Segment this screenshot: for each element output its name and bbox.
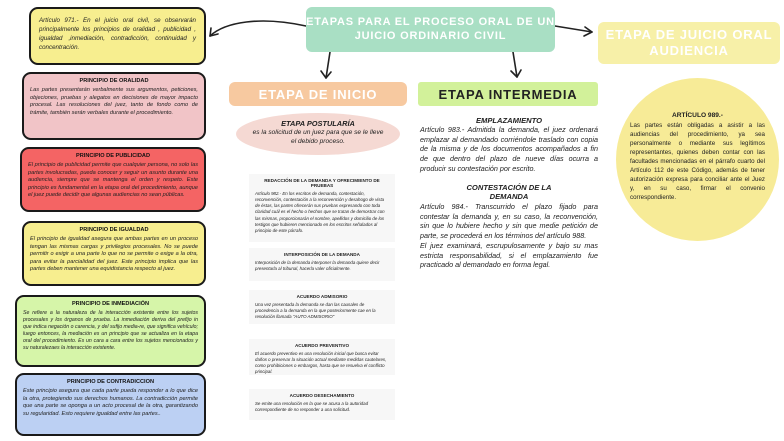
stage-intermedia-title: ETAPA INTERMEDIA [418, 82, 598, 106]
inicio-item-title: INTERPOSICIÓN DE LA DEMANDA [284, 252, 360, 257]
principle-oralidad-text: Las partes presentarán verbalmente sus a… [30, 87, 198, 116]
principle-oralidad-box: PRINCIPIO DE ORALIDAD Las partes present… [22, 72, 206, 140]
inicio-item-text: Interposición de la demanda interponer l… [255, 260, 380, 272]
inicio-item-desechamiento: ACUERDO DESECHAMIENTO Se emite una resol… [249, 389, 395, 420]
arrow-to-inicio [325, 51, 331, 79]
contestacion-text-1: Artículo 984.- Transcurrido el plazo fij… [420, 202, 598, 241]
inicio-item-interposicion: INTERPOSICIÓN DE LA DEMANDA Interposició… [249, 248, 395, 281]
principle-inmediacion-box: PRINCIPIO DE INMEDIACIÓN Se refiere a la… [15, 295, 206, 367]
principle-igualdad-box: PRINCIPIO DE IGUALDAD El principio de ig… [22, 221, 206, 286]
article-989-text: Las partes están obligadas a asistir a l… [630, 122, 765, 201]
principle-igualdad-text: El principio de igualdad asegura que amb… [30, 236, 198, 273]
article-971-text: Artículo 971.- En el juicio oral civil, … [39, 17, 196, 51]
inicio-item-text: Artículo 982.- En los escritos de demand… [255, 191, 385, 233]
inicio-item-title: ACUERDO ADMISORIO [296, 294, 348, 299]
emplazamiento-block: EMPLAZAMIENTO Artículo 983.- Admitida la… [420, 116, 598, 174]
stage-inicio-title: ETAPA DE INICIO [229, 82, 407, 106]
principle-publicidad-title: PRINCIPIO DE PUBLICIDAD [76, 153, 150, 159]
inicio-item-title: ACUERDO PREVENTIVO [294, 343, 350, 348]
arrow-to-intermedia [512, 51, 518, 78]
inicio-item-text: El acuerdo preventivo es una resolución … [255, 351, 387, 375]
arrow-to-article971 [209, 20, 307, 37]
inicio-item-text: Se emite una resolución en la que se acu… [255, 401, 369, 413]
contestacion-block: CONTESTACIÓN DE LA DEMANDA Artículo 984.… [420, 183, 598, 270]
arrow-to-audiencia [554, 25, 593, 33]
article-989-title: ARTÍCULO 989.- [672, 112, 723, 119]
emplazamiento-title: EMPLAZAMIENTO [475, 116, 543, 125]
emplazamiento-text: Artículo 983.- Admitida la demanda, el j… [420, 125, 598, 173]
principle-inmediacion-title: PRINCIPIO DE INMEDIACIÓN [71, 301, 150, 307]
inicio-item-preventivo: ACUERDO PREVENTIVO El acuerdo preventivo… [249, 339, 395, 375]
principle-inmediacion-text: Se refiere a la naturaleza de la interac… [23, 310, 198, 352]
principle-publicidad-text: El principio de publicidad permite que c… [28, 162, 198, 199]
inicio-item-text: Una vez presentada la demanda se dan las… [255, 302, 376, 320]
principle-igualdad-title: PRINCIPIO DE IGUALDAD [79, 227, 149, 233]
principle-contradiccion-title: PRINCIPIO DE CONTRADICCION [66, 379, 155, 385]
principle-contradiccion-box: PRINCIPIO DE CONTRADICCION Este principi… [15, 373, 206, 436]
inicio-item-title: ACUERDO DESECHAMIENTO [289, 393, 355, 398]
contestacion-text-2: El juez examinará, escrupulosamente y ba… [420, 240, 598, 270]
stage-audiencia-title: ETAPA DE JUICIO ORAL AUDIENCIA [598, 22, 780, 64]
postularia-ellipse: ETAPA POSTULARÍA es la solicitud de un j… [236, 113, 400, 155]
principle-oralidad-title: PRINCIPIO DE ORALIDAD [79, 78, 149, 84]
principle-contradiccion-text: Este principio asegura que cada parte pu… [23, 388, 198, 417]
postularia-text: es la solicitud de un juez para que se l… [252, 129, 384, 145]
main-title: ETAPAS PARA EL PROCESO ORAL DE UN JUICIO… [306, 7, 555, 52]
inicio-item-redaccion: REDACCIÓN DE LA DEMANDA Y OFRECIMIENTO D… [249, 174, 395, 242]
audiencia-circle: ARTÍCULO 989.- Las partes están obligada… [616, 78, 779, 241]
principle-publicidad-box: PRINCIPIO DE PUBLICIDAD El principio de … [20, 147, 206, 212]
contestacion-title-line1: CONTESTACIÓN DE LA [466, 183, 552, 192]
inicio-item-title: REDACCIÓN DE LA DEMANDA Y OFRECIMIENTO D… [264, 178, 380, 188]
contestacion-title-line2: DEMANDA [489, 192, 529, 201]
inicio-item-admisorio: ACUERDO ADMISORIO Una vez presentada la … [249, 290, 395, 324]
article-971-box: Artículo 971.- En el juicio oral civil, … [29, 7, 206, 65]
postularia-title: ETAPA POSTULARÍA [281, 119, 355, 128]
